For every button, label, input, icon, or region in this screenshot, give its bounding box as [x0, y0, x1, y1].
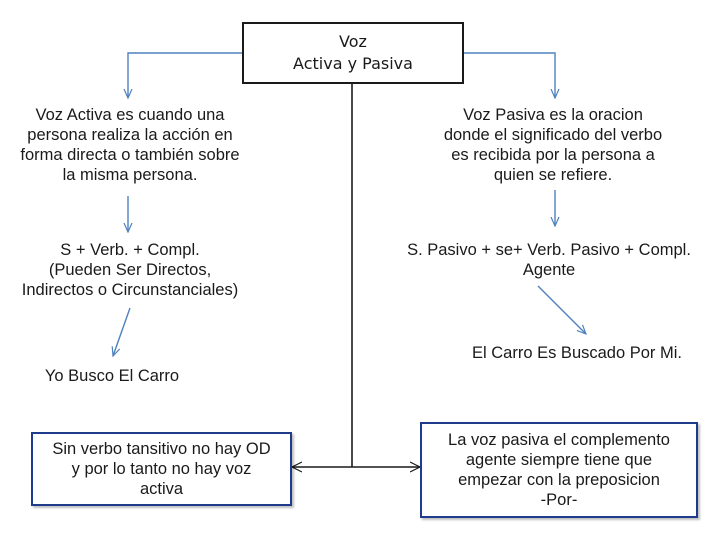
activa-structure: S + Verb. + Compl. (Pueden Ser Directos,… — [21, 241, 239, 299]
title-line-2: Activa y Pasiva — [293, 54, 413, 73]
connector-title-activa — [128, 52, 242, 98]
pasiva-structure: S. Pasivo + se+ Verb. Pasivo + Compl. Ag… — [407, 241, 691, 279]
pasiva-note-box: La voz pasiva el complemento agente siem… — [420, 422, 698, 518]
pasiva-note-text: La voz pasiva el complemento agente siem… — [448, 431, 670, 509]
connector-title-pasiva — [464, 52, 555, 98]
title-box: Voz Activa y Pasiva — [242, 22, 464, 84]
arrow-activa-structure-example — [113, 307, 131, 356]
pasiva-definition: Voz Pasiva es la oracion donde el signif… — [443, 106, 663, 184]
arrow-pasiva-structure-example — [537, 285, 586, 334]
activa-note-text: Sin verbo tansitivo no hay OD y por lo t… — [52, 440, 271, 498]
activa-note-box: Sin verbo tansitivo no hay OD y por lo t… — [31, 432, 292, 506]
activa-example: Yo Busco El Carro — [44, 367, 180, 385]
activa-definition: Voz Activa es cuando una persona realiza… — [20, 106, 240, 184]
title-line-1: Voz — [339, 32, 367, 51]
pasiva-example: El Carro Es Buscado Por Mi. — [472, 344, 682, 362]
